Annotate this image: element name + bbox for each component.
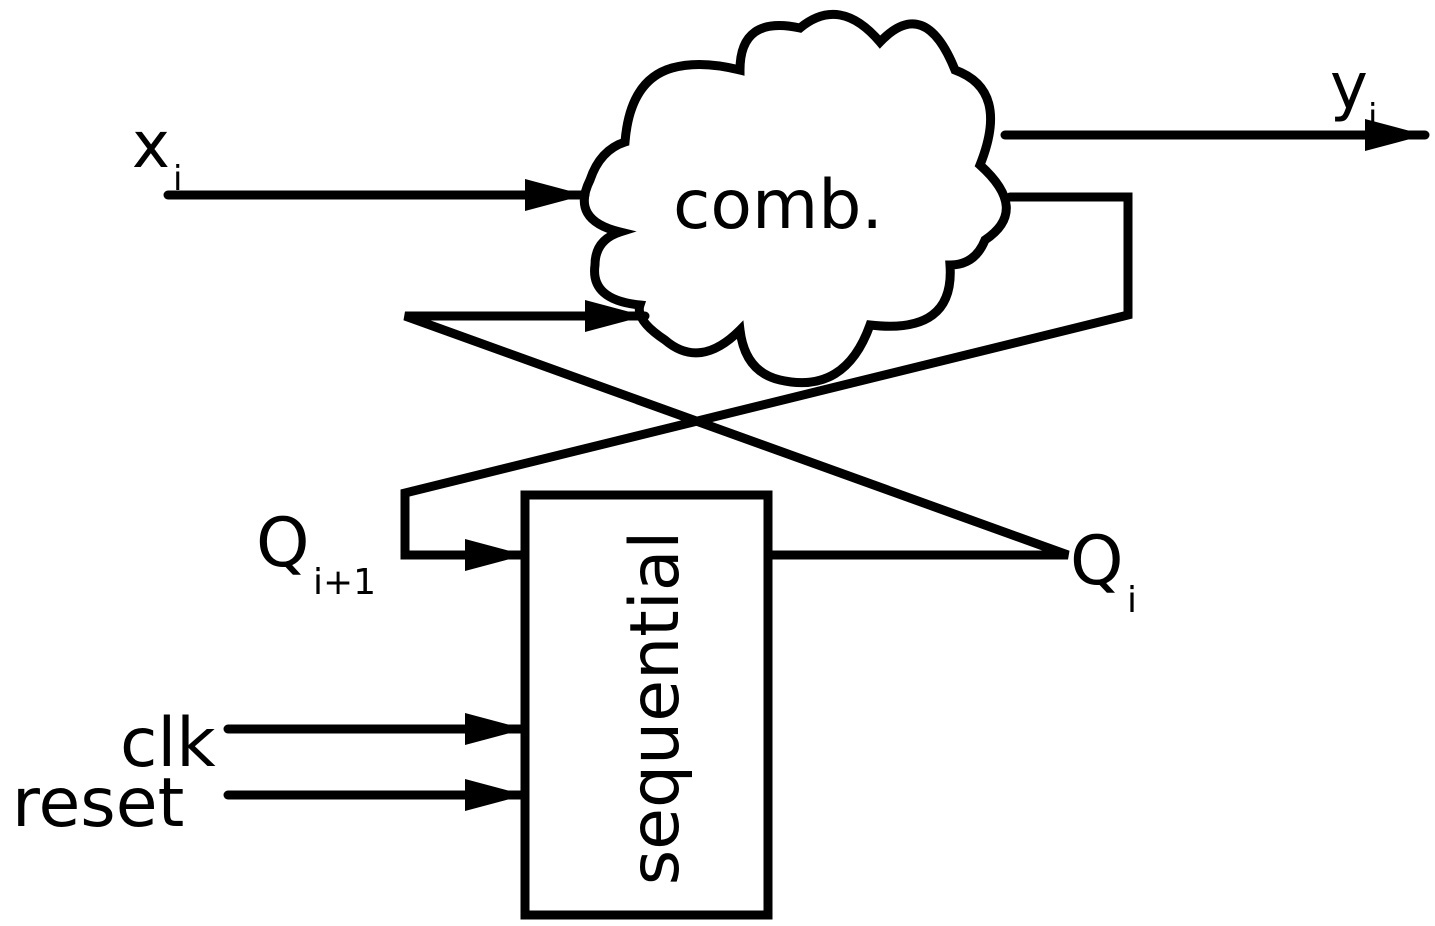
output-y-label: y xyxy=(1330,50,1368,124)
sequential-label: sequential xyxy=(616,531,695,886)
comb-label: comb. xyxy=(673,166,883,245)
current-state-label: Q xyxy=(1070,522,1124,601)
sequential-block xyxy=(520,490,773,920)
next-state-sub: i+1 xyxy=(313,562,376,603)
wire-next-state xyxy=(400,192,1133,571)
reset-label: reset xyxy=(12,764,184,843)
next-state-label: Q xyxy=(256,504,310,583)
clock-label: clk xyxy=(120,704,216,783)
input-x-label: x xyxy=(132,109,170,183)
output-y-sub: i xyxy=(1368,97,1377,137)
current-state-sub: i xyxy=(1127,580,1137,621)
comb-cloud xyxy=(579,10,1011,388)
wire-current-state xyxy=(403,300,1070,560)
input-x-sub: i xyxy=(173,159,182,199)
